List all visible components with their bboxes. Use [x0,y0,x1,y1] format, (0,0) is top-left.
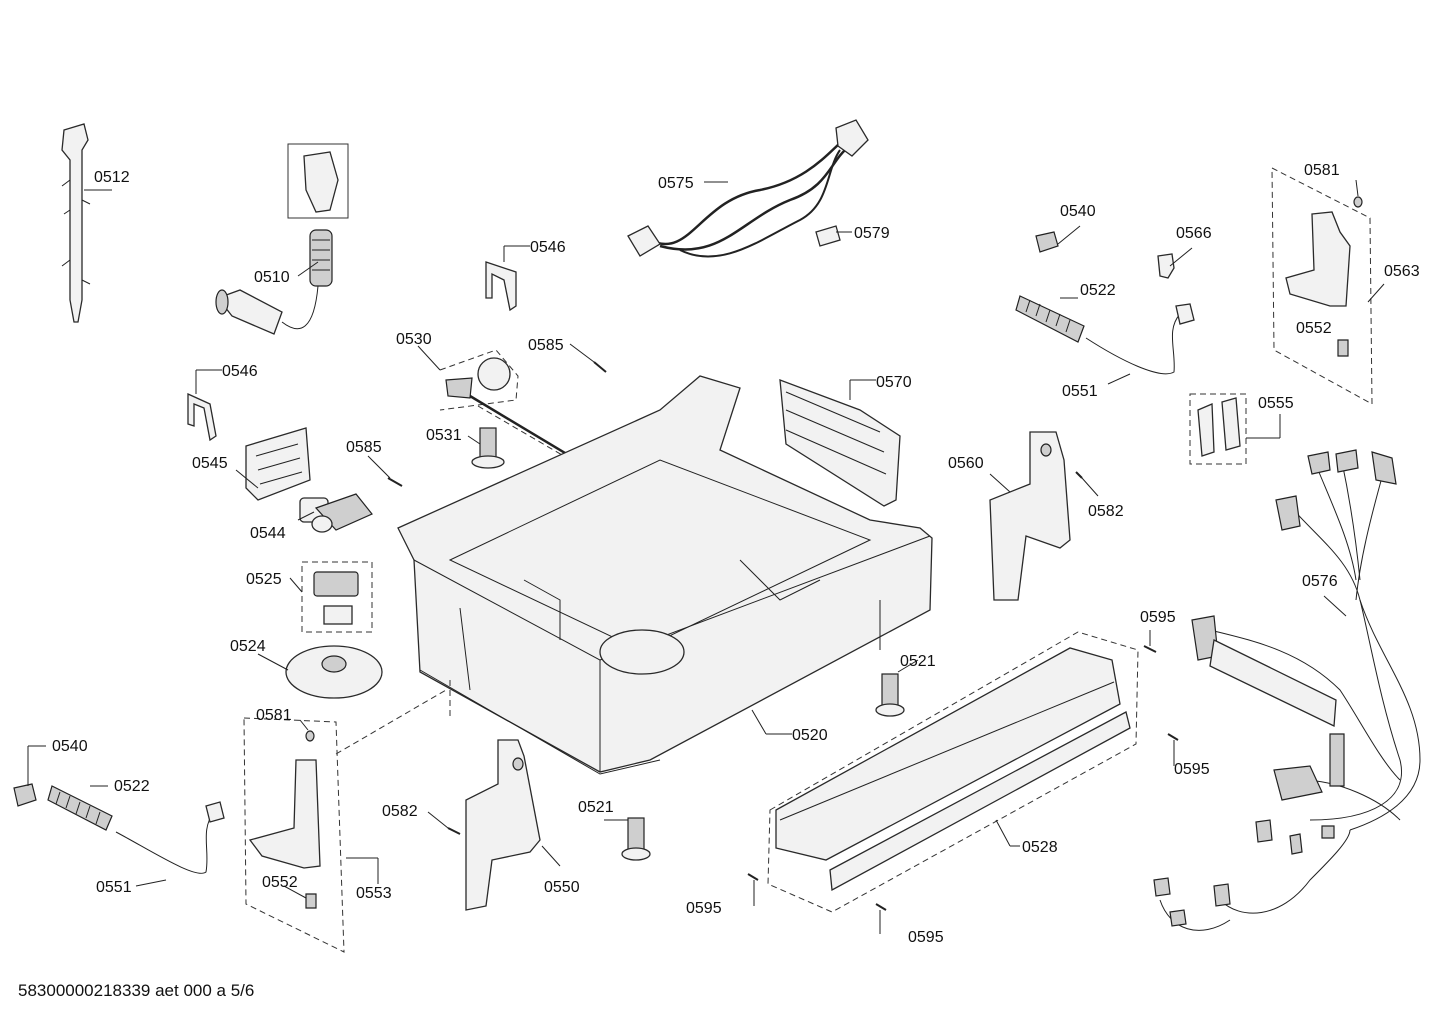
label-0581-left: 0581 [256,707,292,724]
label-0595-d: 0595 [908,929,944,946]
callout-labels: 0512 0510 0575 0579 0546 0546 0530 0585 … [52,162,1420,946]
label-0525: 0525 [246,571,282,588]
label-0595-c: 0595 [686,900,722,917]
part-0531-drawing [467,427,505,469]
part-0524-drawing [257,645,383,699]
label-0575: 0575 [658,175,694,192]
part-0520-base-drawing [335,375,933,775]
part-0553-drawing [243,717,379,953]
label-0585-top: 0585 [528,337,564,354]
part-0546a-drawing [485,245,530,312]
label-0570: 0570 [876,374,912,391]
part-0510-drawing [215,143,349,335]
label-0595-b: 0595 [1174,761,1210,778]
part-0550-drawing [465,739,561,911]
label-0582-bottom: 0582 [382,803,418,820]
part-0521-drawing [604,659,919,861]
label-0552-left: 0552 [262,874,298,891]
part-0546b-drawing [187,369,222,442]
label-0528: 0528 [1022,839,1058,856]
label-0560: 0560 [948,455,984,472]
label-0581-right: 0581 [1304,162,1340,179]
part-0576-drawing [1153,449,1421,931]
label-0555: 0555 [1258,395,1294,412]
part-0579-drawing [815,225,852,247]
label-0579: 0579 [854,225,890,242]
label-0545: 0545 [192,455,228,472]
label-0524: 0524 [230,638,266,655]
part-0555-drawing [1189,393,1281,465]
part-0595-drawing [747,630,1179,934]
label-0522-top: 0522 [1080,282,1116,299]
part-0528-drawing [767,631,1139,913]
label-0585-left: 0585 [346,439,382,456]
part-0522a-drawing [1015,295,1085,343]
label-0531: 0531 [426,427,462,444]
label-0530: 0530 [396,331,432,348]
label-0521-right: 0521 [900,653,936,670]
label-0540-top: 0540 [1060,203,1096,220]
label-0595-a: 0595 [1140,609,1176,626]
label-0522-left: 0522 [114,778,150,795]
part-0566-drawing [1157,247,1193,279]
label-0563: 0563 [1384,263,1420,280]
part-0545-drawing [235,427,311,501]
part-0560-drawing [989,431,1071,601]
part-0585-drawing [367,343,607,487]
label-0510: 0510 [254,269,290,286]
part-0512-drawing [61,123,112,323]
label-0546-left: 0546 [222,363,258,380]
part-0575-drawing [627,119,869,258]
label-0551-top: 0551 [1062,383,1098,400]
part-0563-drawing [1271,167,1385,405]
label-0512: 0512 [94,169,130,186]
label-0551-left: 0551 [96,879,132,896]
part-0525-drawing [289,561,373,633]
label-0544: 0544 [250,525,286,542]
part-0544-drawing [297,493,373,533]
label-0550: 0550 [544,879,580,896]
label-0546-top: 0546 [530,239,566,256]
label-0552-right: 0552 [1296,320,1332,337]
part-0540a-drawing [1035,225,1081,253]
part-0582-drawing [427,471,1099,835]
part-0570-drawing [779,379,901,507]
part-0551b-drawing [115,801,225,887]
label-0566: 0566 [1176,225,1212,242]
part-0522b-drawing [47,785,113,831]
document-id: 58300000218339 aet 000 a 5/6 [18,981,255,1000]
part-0551a-drawing [1085,303,1195,385]
label-0582-right: 0582 [1088,503,1124,520]
label-0576: 0576 [1302,573,1338,590]
label-0540-left: 0540 [52,738,88,755]
label-0521-bottom: 0521 [578,799,614,816]
label-0520: 0520 [792,727,828,744]
part-0540b-drawing [13,745,46,807]
label-0553: 0553 [356,885,392,902]
